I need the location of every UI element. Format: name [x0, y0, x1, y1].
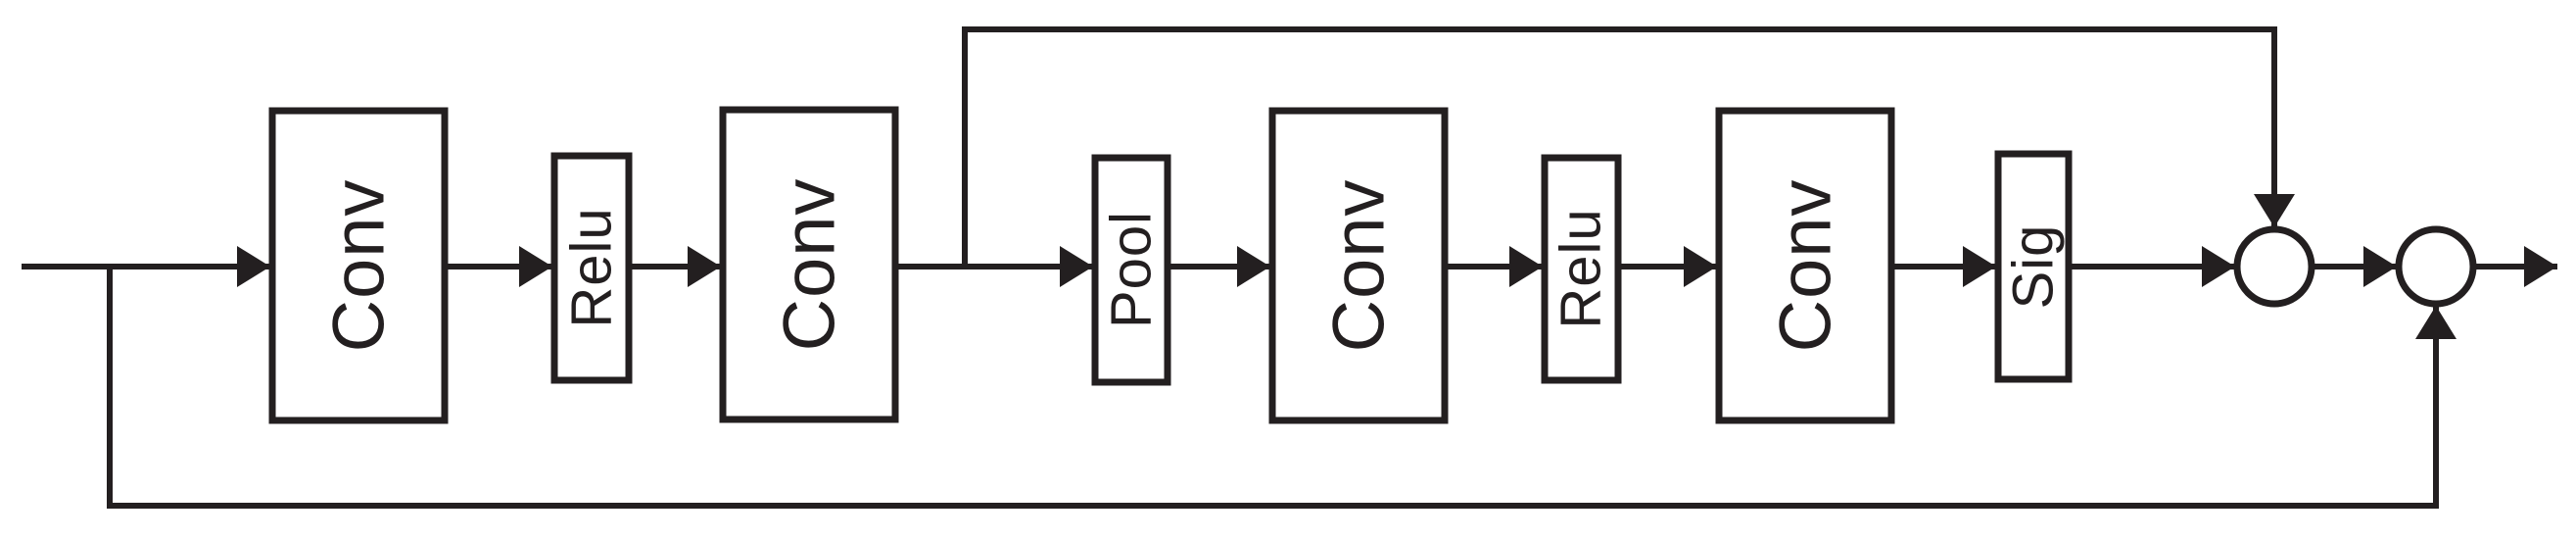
conv3-block: Conv	[1268, 107, 1449, 424]
sig-label: Sig	[2002, 224, 2066, 310]
conv1-label: Conv	[318, 179, 400, 353]
conv1-block: Conv	[268, 107, 449, 424]
conv4-label: Conv	[1765, 179, 1846, 353]
conv4-box	[1715, 107, 1895, 424]
conv2-box	[719, 106, 899, 423]
relu1-box	[550, 152, 633, 384]
relu1-block: Relu	[550, 152, 633, 384]
sig-block: Sig	[1994, 150, 2073, 383]
junctions	[2233, 225, 2477, 308]
conv2-label: Conv	[769, 178, 850, 352]
pool-box	[1091, 154, 1171, 386]
conv2-block: Conv	[719, 106, 899, 423]
bottom-skip-connection	[107, 267, 2457, 509]
pool-block: Pool	[1091, 154, 1171, 386]
junction-circle-2	[2395, 225, 2477, 308]
relu2-block: Relu	[1541, 154, 1622, 384]
junction-circle-1	[2233, 225, 2315, 308]
conv4-block: Conv	[1715, 107, 1895, 424]
blocks: Conv Relu Conv Pool Conv Relu Conv	[268, 106, 2073, 424]
conv3-box	[1268, 107, 1449, 424]
conv3-label: Conv	[1318, 179, 1400, 353]
sig-box	[1994, 150, 2073, 383]
top-skip-connection	[962, 26, 2295, 267]
relu2-label: Relu	[1550, 208, 1613, 328]
relu2-box	[1541, 154, 1622, 384]
edges	[22, 26, 2557, 509]
pool-label: Pool	[1100, 211, 1164, 328]
conv1-box	[268, 107, 449, 424]
relu1-label: Relu	[560, 207, 624, 327]
